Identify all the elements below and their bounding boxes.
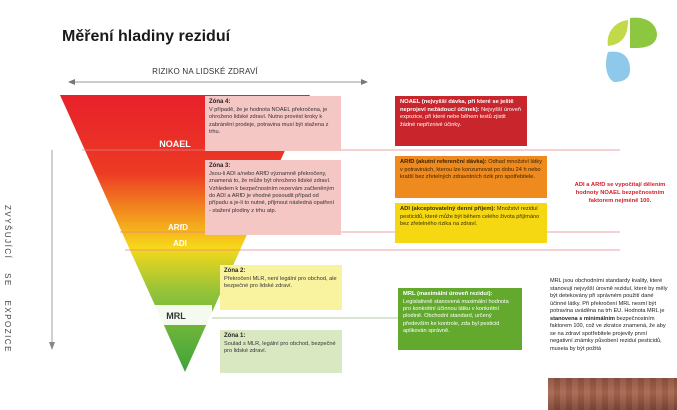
arfd-definition-text: Odhad množství látky v potravinách, kter… bbox=[400, 159, 543, 181]
zone-1-title: Zóna 1: bbox=[224, 333, 246, 339]
level-arfd: ARfD bbox=[168, 223, 188, 232]
safety-factor-note: ADI a ARfD se vypočítají dělením hodnoty… bbox=[574, 182, 666, 204]
arfd-definition: ARfD (akutní referenční dávka): Odhad mn… bbox=[395, 156, 547, 198]
zone-3-text: Jsou-li ADI a/nebo ARfD významně překroč… bbox=[209, 170, 335, 214]
level-mrl: MRL bbox=[166, 311, 186, 321]
noael-definition-title: NOAEL (nejvyšší dávka, při které se ješt… bbox=[400, 99, 514, 113]
mrl-note-part1: MRL jsou obchodními standardy kvality, k… bbox=[550, 278, 668, 315]
mrl-note-part2: bezpečnostním faktorem 100, což ve zkrat… bbox=[550, 315, 666, 352]
zone-2-text: Překročení MLR, není legální pro obchod,… bbox=[224, 275, 337, 290]
zone-3-title: Zóna 3: bbox=[209, 163, 231, 169]
noael-definition-text: Nejvyšší úroveň expozice, při které nebe… bbox=[400, 106, 521, 128]
noael-definition: NOAEL (nejvyšší dávka, při které se ješt… bbox=[395, 96, 527, 146]
mrl-definition-title: MRL (maximální úroveň reziduí): bbox=[403, 291, 493, 297]
adi-definition-title: ADI (akceptovatelný denní příjem): bbox=[400, 206, 496, 212]
mrl-definition: MRL (maximální úroveň reziduí): Legislat… bbox=[398, 288, 522, 350]
leaf-logo-icon bbox=[606, 17, 657, 82]
adi-definition-text: Množství reziduí pesticidů, které může b… bbox=[400, 206, 540, 228]
zone-4-title: Zóna 4: bbox=[209, 99, 231, 105]
risk-arrow-icon bbox=[68, 79, 368, 85]
mrl-note: MRL jsou obchodními standardy kvality, k… bbox=[550, 278, 668, 353]
risk-axis-label: RIZIKO NA LIDSKÉ ZDRAVÍ bbox=[152, 67, 258, 76]
mrl-note-bold: stanovena s minimálním bbox=[550, 315, 615, 322]
zone-2-box: Zóna 2: Překročení MLR, není legální pro… bbox=[220, 265, 342, 310]
zone-3-box: Zóna 3: Jsou-li ADI a/nebo ARfD významně… bbox=[205, 160, 341, 235]
zone-4-text: V případě, že je hodnota NOAEL překročen… bbox=[209, 106, 329, 136]
level-adi: ADI bbox=[173, 239, 187, 248]
mrl-definition-text: Legislativně stanovená maximální hodnota… bbox=[403, 298, 509, 335]
zone-1-text: Soulad s MLR, legální pro obchod, bezpeč… bbox=[224, 340, 336, 355]
exposure-arrow-icon bbox=[49, 150, 55, 350]
mrl-band bbox=[112, 305, 212, 325]
arfd-definition-title: ARfD (akutní referenční dávka): bbox=[400, 159, 487, 165]
zone-2-title: Zóna 2: bbox=[224, 268, 246, 274]
level-noael: NOAEL bbox=[159, 139, 191, 149]
zone-4-box: Zóna 4: V případě, že je hodnota NOAEL p… bbox=[205, 96, 341, 151]
zone-1-box: Zóna 1: Soulad s MLR, legální pro obchod… bbox=[220, 330, 342, 373]
page-title: Měření hladiny reziduí bbox=[62, 28, 231, 45]
adi-definition: ADI (akceptovatelný denní příjem): Množs… bbox=[395, 203, 547, 243]
photo-thumbnail bbox=[548, 378, 677, 410]
